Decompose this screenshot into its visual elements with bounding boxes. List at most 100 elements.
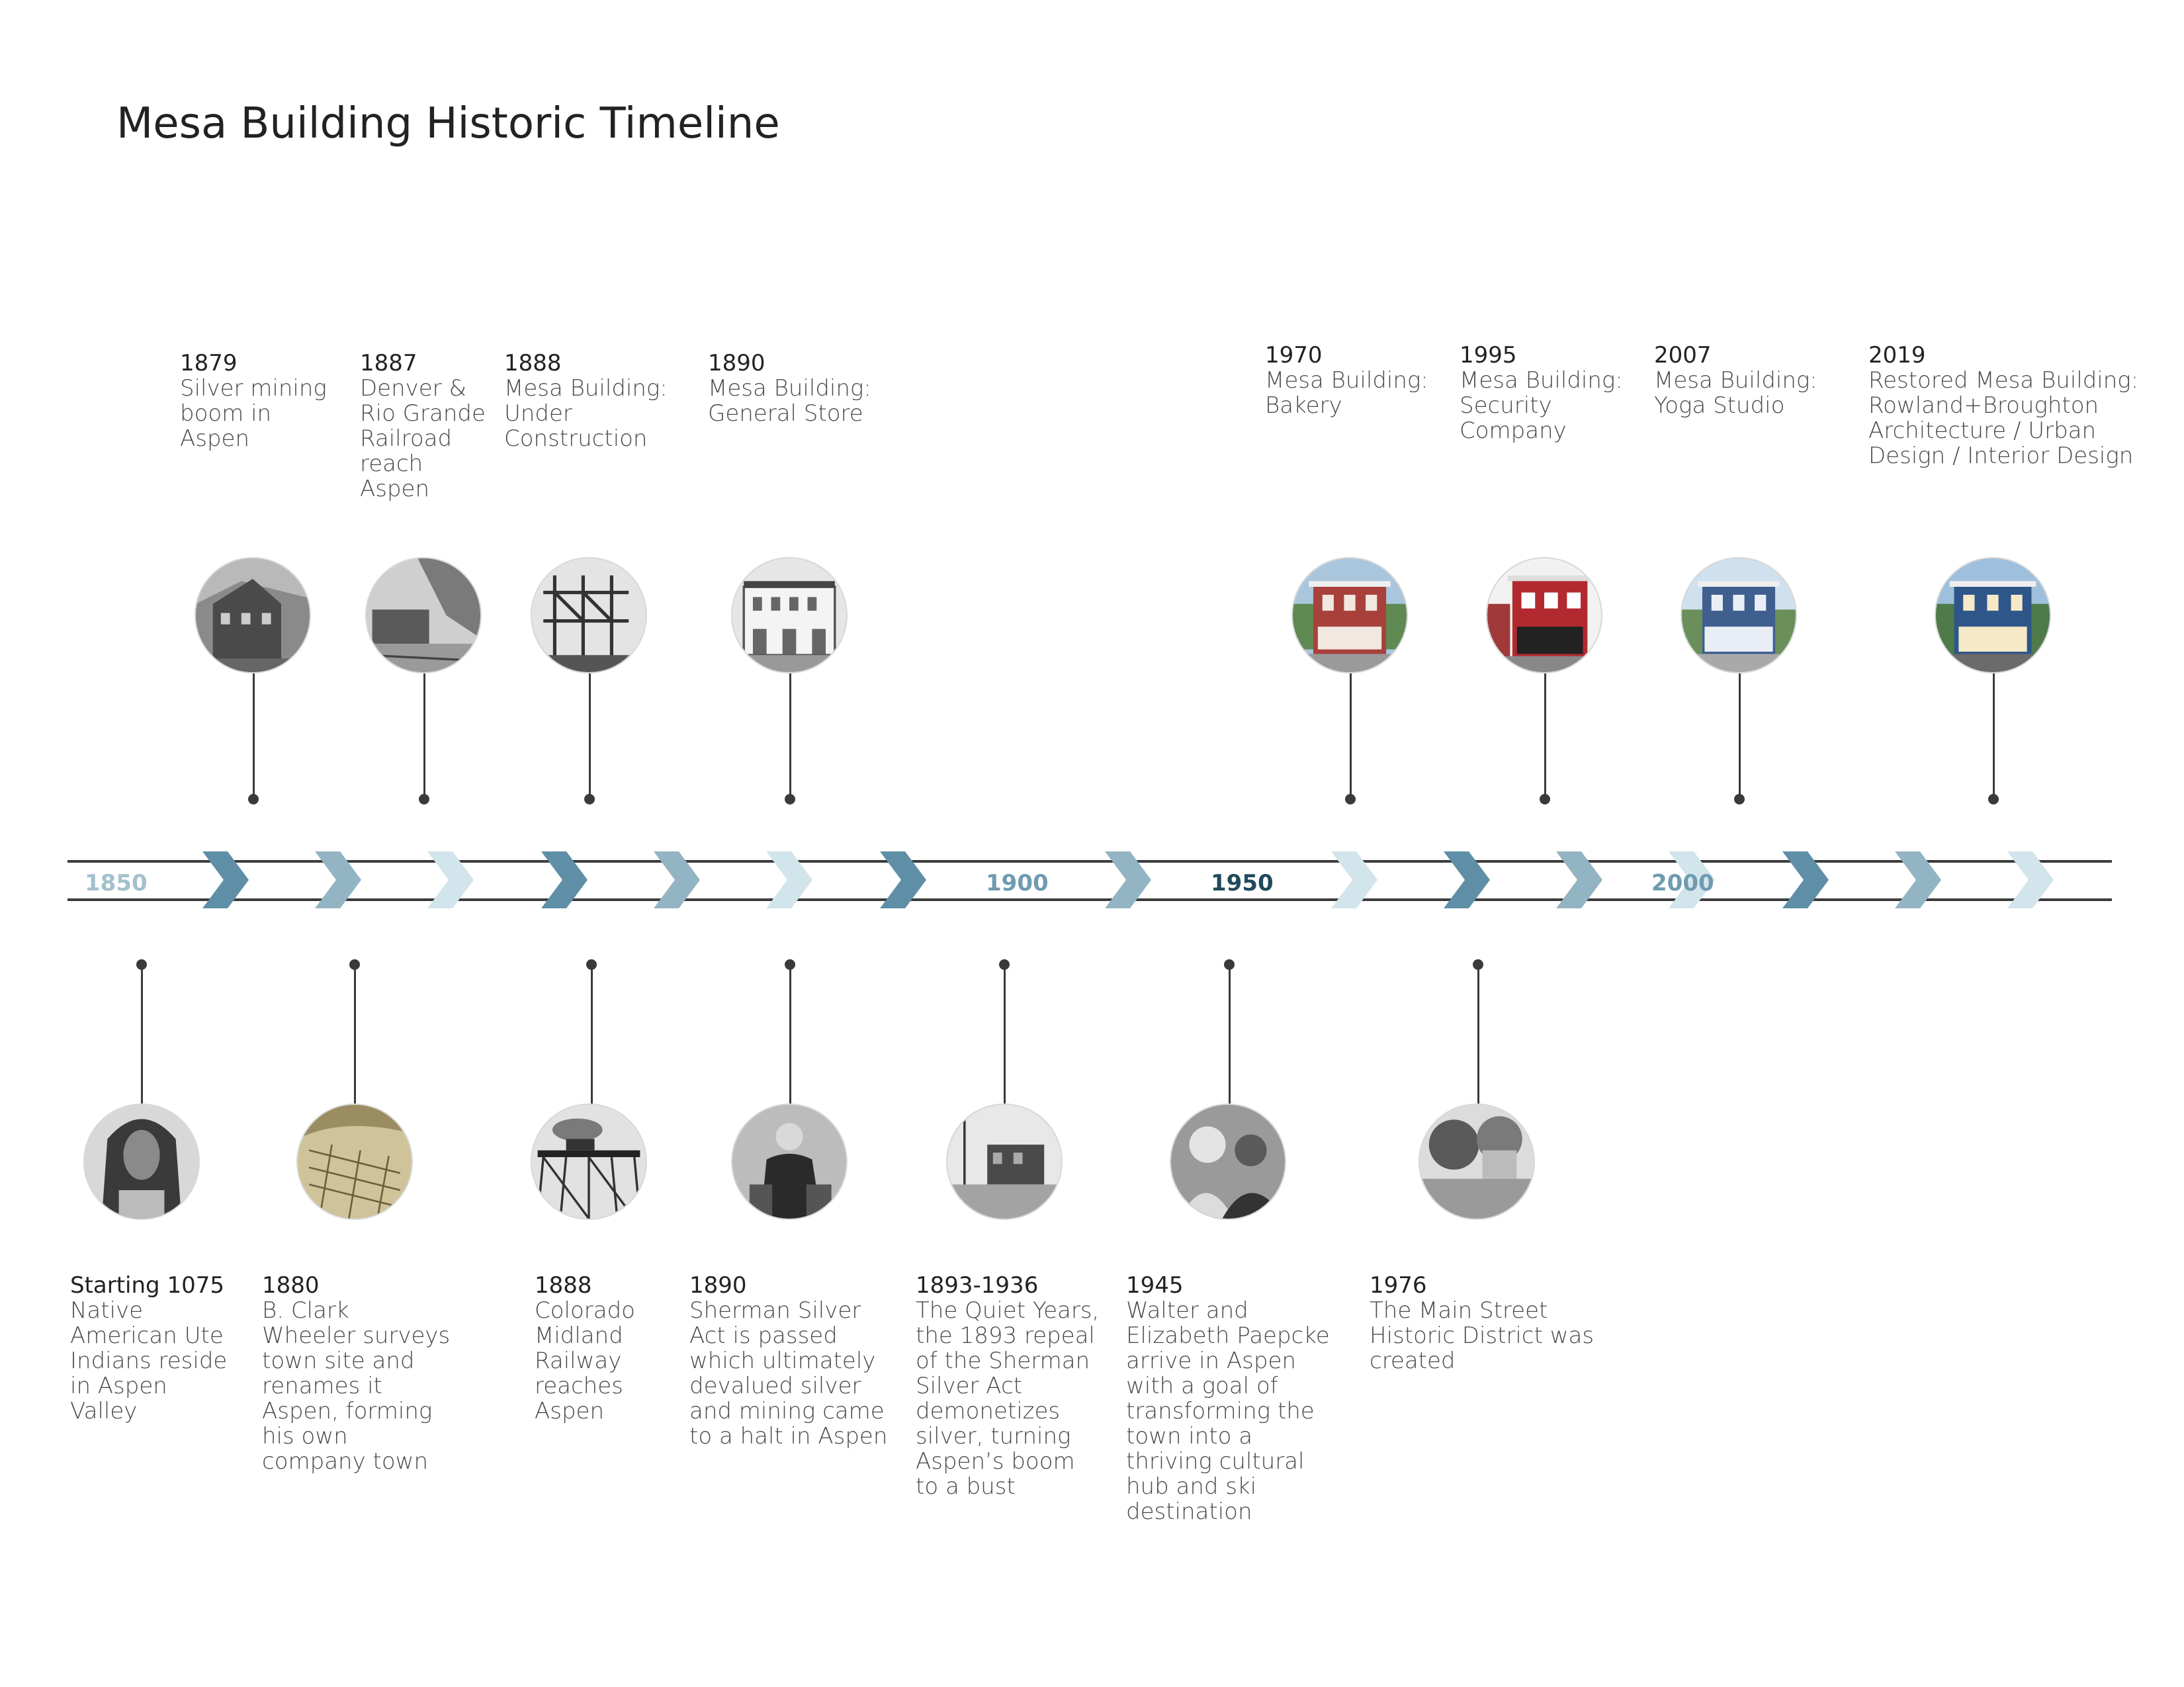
event-year: 1945 [1126,1272,1184,1299]
event-year: 1970 [1265,342,1323,368]
event-dot [1345,794,1356,804]
paepcke-photo [1170,1103,1286,1220]
decade-1850: 1850 [85,870,148,896]
chevron-right-icon [1669,851,1715,908]
chevron-right-icon [766,851,812,908]
event-stem [1229,965,1231,1105]
timeline-top-line [67,860,2112,863]
historic-district-photo [1419,1103,1535,1220]
chevron-right-icon [541,851,588,908]
event-dot [419,794,429,804]
event-stem [1004,965,1006,1105]
mine-building-photo [195,557,311,673]
event-year: 1976 [1370,1272,1427,1299]
event-description: Mesa Building: Security Company [1460,367,1623,444]
decade-1900: 1900 [986,870,1049,896]
event-year: 2007 [1654,342,1712,368]
decade-1950: 1950 [1211,870,1274,896]
event-year: 1893-1936 [916,1272,1039,1299]
chevron-right-icon [1782,851,1829,908]
event-description: Mesa Building: Yoga Studio [1654,367,1817,419]
event-stem [354,965,356,1105]
general-store-photo [731,557,848,673]
event-dot [1988,794,1999,804]
event-dot [584,794,595,804]
event-stem [1993,673,1995,799]
security-company-photo [1486,557,1602,673]
event-stem [789,965,791,1105]
train-trestle-photo [531,1103,647,1220]
page-title: Mesa Building Historic Timeline [116,99,780,148]
event-dot [785,794,795,804]
chevron-right-icon [1105,851,1151,908]
event-description: The Main Street Historic District was cr… [1370,1297,1594,1374]
chevron-right-icon [1895,851,1941,908]
event-year: 1888 [535,1272,592,1299]
event-stem [589,673,591,799]
chevron-right-icon [1556,851,1602,908]
event-description: Native American Ute Indians reside in As… [70,1297,228,1424]
ute-portrait-photo [83,1103,200,1220]
sherman-portrait-photo [731,1103,848,1220]
event-dot [248,794,259,804]
event-year: 1890 [689,1272,747,1299]
event-year: 1888 [504,350,562,376]
event-description: The Quiet Years, the 1893 repeal of the … [916,1297,1100,1500]
event-description: Restored Mesa Building: Rowland+Broughto… [1868,367,2139,469]
event-year: 1879 [180,350,238,376]
event-description: Mesa Building: Under Construction [504,375,668,452]
chevron-right-icon [1444,851,1490,908]
event-stem [789,673,791,799]
event-description: Walter and Elizabeth Paepcke arrive in A… [1126,1297,1330,1525]
chevron-right-icon [654,851,700,908]
event-description: Denver & Rio Grande Railroad reach Aspen [360,375,486,502]
chevron-right-icon [880,851,926,908]
timeline-bottom-line [67,898,2112,901]
restored-building-photo [1935,557,2051,673]
event-stem [253,673,255,799]
event-stem [591,965,593,1105]
event-dot [1540,794,1550,804]
railroad-photo [365,557,482,673]
event-description: Silver mining boom in Aspen [180,375,327,452]
yoga-studio-photo [1681,557,1797,673]
event-description: B. Clark Wheeler surveys town site and r… [262,1297,451,1475]
decade-2000: 2000 [1651,870,1714,896]
chevron-right-icon [315,851,361,908]
chevron-right-icon [2007,851,2054,908]
event-stem [1477,965,1479,1105]
event-year: 1995 [1460,342,1517,368]
event-year: 1880 [262,1272,320,1299]
chevron-right-icon [202,851,249,908]
event-description: Colorado Midland Railway reaches Aspen [535,1297,635,1424]
event-description: Mesa Building: General Store [708,375,871,427]
event-year: 1890 [708,350,765,376]
town-map-photo [296,1103,413,1220]
event-year: Starting 1075 [70,1272,224,1299]
event-stem [423,673,425,799]
event-description: Sherman Silver Act is passed which ultim… [689,1297,888,1449]
event-year: 2019 [1868,342,1926,368]
event-year: 1887 [360,350,417,376]
chevron-right-icon [427,851,474,908]
event-dot [1734,794,1745,804]
event-description: Mesa Building: Bakery [1265,367,1428,419]
construction-photo [531,557,647,673]
event-stem [1544,673,1546,799]
bakery-photo [1291,557,1408,673]
event-stem [1350,673,1352,799]
